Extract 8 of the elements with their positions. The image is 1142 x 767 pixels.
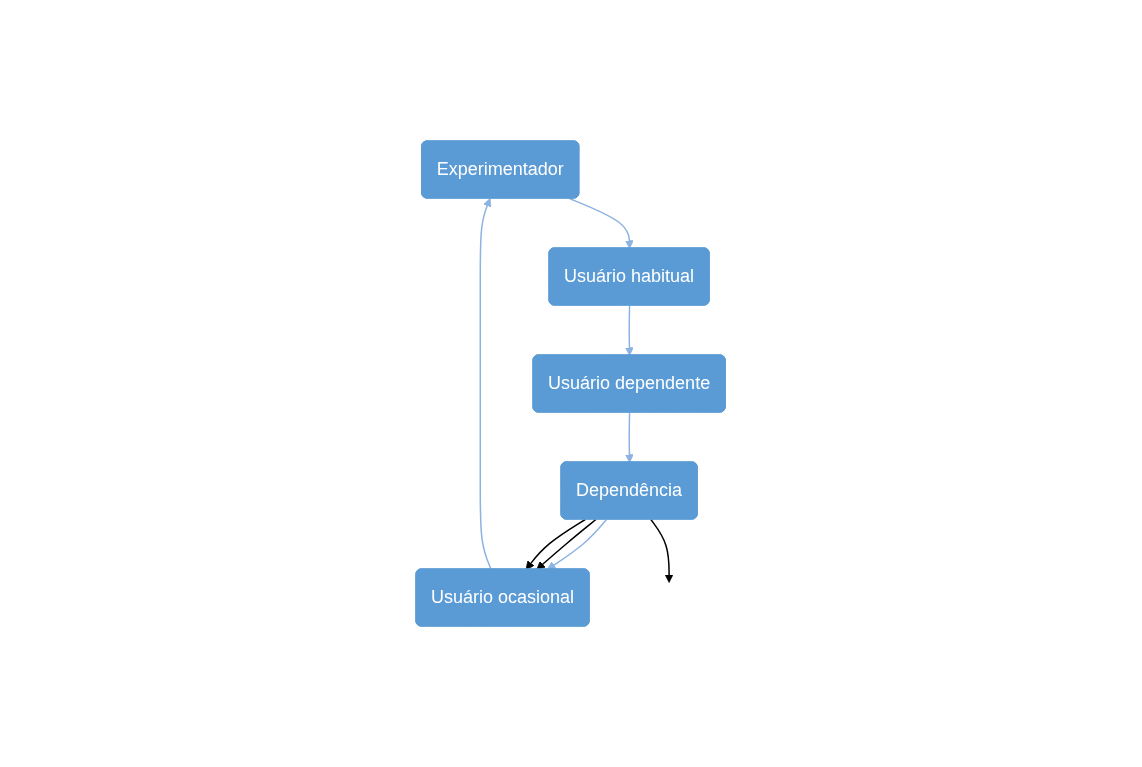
arrow bbox=[526, 518, 587, 570]
arrow bbox=[536, 518, 598, 570]
arrow bbox=[625, 304, 635, 356]
arrow bbox=[569, 197, 635, 249]
arrow bbox=[547, 518, 608, 570]
arrow bbox=[479, 198, 493, 571]
arrow bbox=[650, 518, 674, 583]
arrow bbox=[625, 411, 635, 463]
